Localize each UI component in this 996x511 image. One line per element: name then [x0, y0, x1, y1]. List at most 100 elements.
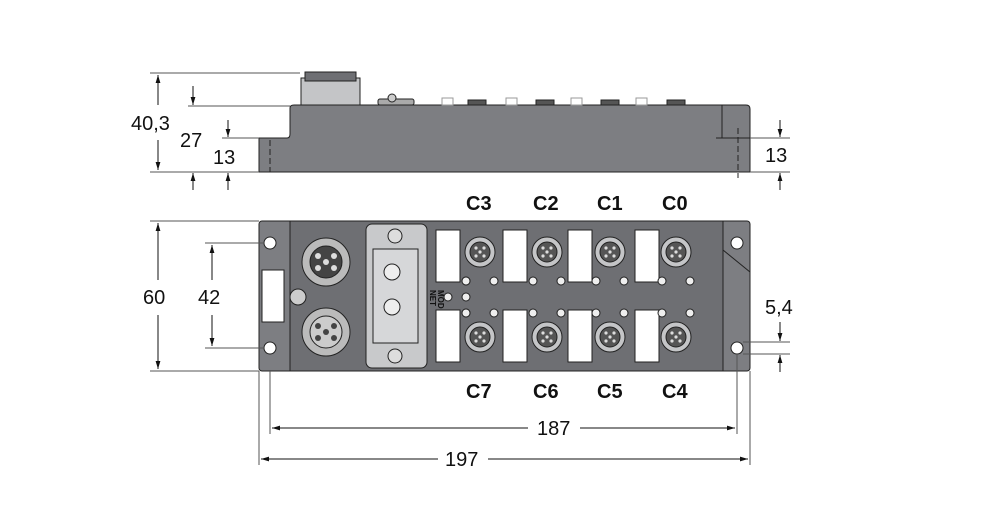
socket-pin [541, 339, 545, 343]
socket-pin [604, 331, 608, 335]
io-ports [435, 229, 695, 363]
status-led-icon [461, 276, 471, 286]
side-view [258, 71, 751, 178]
label-field [567, 229, 593, 283]
socket-pin [549, 254, 553, 258]
led-label-mod: MOD [436, 290, 445, 309]
status-led-icon [489, 308, 499, 318]
socket-pin [474, 254, 478, 258]
label-field [435, 309, 461, 363]
socket-pin [482, 254, 486, 258]
power-connector-out [301, 307, 351, 357]
socket-pin [474, 246, 478, 250]
port-label-c5: C5 [597, 381, 623, 403]
mounting-hole-icon [730, 236, 744, 250]
status-led-icon [657, 276, 667, 286]
socket-pin [604, 339, 608, 343]
mounting-hole-icon [730, 341, 744, 355]
socket-pin [549, 246, 553, 250]
socket-pin [549, 339, 553, 343]
label-field [634, 309, 660, 363]
label-field [567, 309, 593, 363]
rotary-switch-icon [383, 298, 401, 316]
dim-length-total: 197 [445, 449, 478, 471]
status-led-icon [556, 308, 566, 318]
label-field [435, 229, 461, 283]
socket-pin [674, 335, 678, 339]
socket-pin [545, 335, 549, 339]
socket-pin [678, 331, 682, 335]
status-led-icon [685, 308, 695, 318]
socket-pin [608, 250, 612, 254]
rotary-switch-icon [383, 263, 401, 281]
port-label-c2: C2 [533, 193, 559, 215]
socket-pin [541, 331, 545, 335]
socket-pin [670, 246, 674, 250]
status-led-icon [528, 276, 538, 286]
socket-pin [478, 335, 482, 339]
socket-pin [678, 254, 682, 258]
socket-pin [612, 331, 616, 335]
led-label-net: NET [428, 290, 437, 306]
status-led-icon [489, 276, 499, 286]
socket-pin [482, 246, 486, 250]
status-led-icon [591, 308, 601, 318]
port-label-c1: C1 [597, 193, 623, 215]
socket-pin [670, 339, 674, 343]
socket-pin [612, 339, 616, 343]
status-led-icon [619, 308, 629, 318]
dim-hole-spacing-horizontal: 187 [537, 418, 570, 440]
socket-pin [612, 254, 616, 258]
front-dimensions: 60 42 5,4 187 197 [143, 220, 793, 471]
status-led-icon [556, 276, 566, 286]
port-label-c3: C3 [466, 193, 492, 215]
status-led-icon [657, 308, 667, 318]
socket-pin [474, 339, 478, 343]
socket-pin [549, 331, 553, 335]
net-led-icon [443, 292, 453, 302]
socket-pin [678, 246, 682, 250]
power-connector-in [301, 237, 351, 287]
socket-pin [604, 246, 608, 250]
socket-pin [670, 331, 674, 335]
label-field [634, 229, 660, 283]
dim-height-total: 40,3 [131, 113, 170, 135]
side-dimensions: 40,3 27 13 13 [131, 72, 790, 190]
dim-hole-spacing-vertical: 42 [198, 287, 220, 309]
status-led-icon [528, 308, 538, 318]
status-led-icon [619, 276, 629, 286]
socket-pin [678, 339, 682, 343]
socket-pin [604, 254, 608, 258]
status-led-icon [685, 276, 695, 286]
socket-pin [674, 250, 678, 254]
status-led-icon [461, 308, 471, 318]
socket-pin [482, 339, 486, 343]
dim-height-base-left: 13 [213, 147, 235, 169]
port-label-c0: C0 [662, 193, 688, 215]
socket-pin [482, 331, 486, 335]
port-labels: C3 C2 C1 C0 C7 C6 C5 C4 [466, 193, 688, 403]
port-label-c6: C6 [533, 381, 559, 403]
label-field [502, 229, 528, 283]
mounting-hole-icon [263, 236, 277, 250]
socket-pin [541, 254, 545, 258]
dim-height-mid: 27 [180, 130, 202, 152]
socket-pin [545, 250, 549, 254]
dim-height-base-right: 13 [765, 145, 787, 167]
socket-pin [608, 335, 612, 339]
socket-pin [541, 246, 545, 250]
socket-pin [670, 254, 674, 258]
front-view: MOD NET [258, 220, 751, 372]
mounting-hole-icon [263, 341, 277, 355]
address-switch-cover [365, 223, 428, 369]
label-field [502, 309, 528, 363]
dim-width-front: 60 [143, 287, 165, 309]
socket-pin [612, 246, 616, 250]
dim-hole-diameter: 5,4 [765, 297, 793, 319]
port-label-c7: C7 [466, 381, 492, 403]
socket-pin [478, 250, 482, 254]
port-label-c4: C4 [662, 381, 688, 403]
socket-pin [474, 331, 478, 335]
